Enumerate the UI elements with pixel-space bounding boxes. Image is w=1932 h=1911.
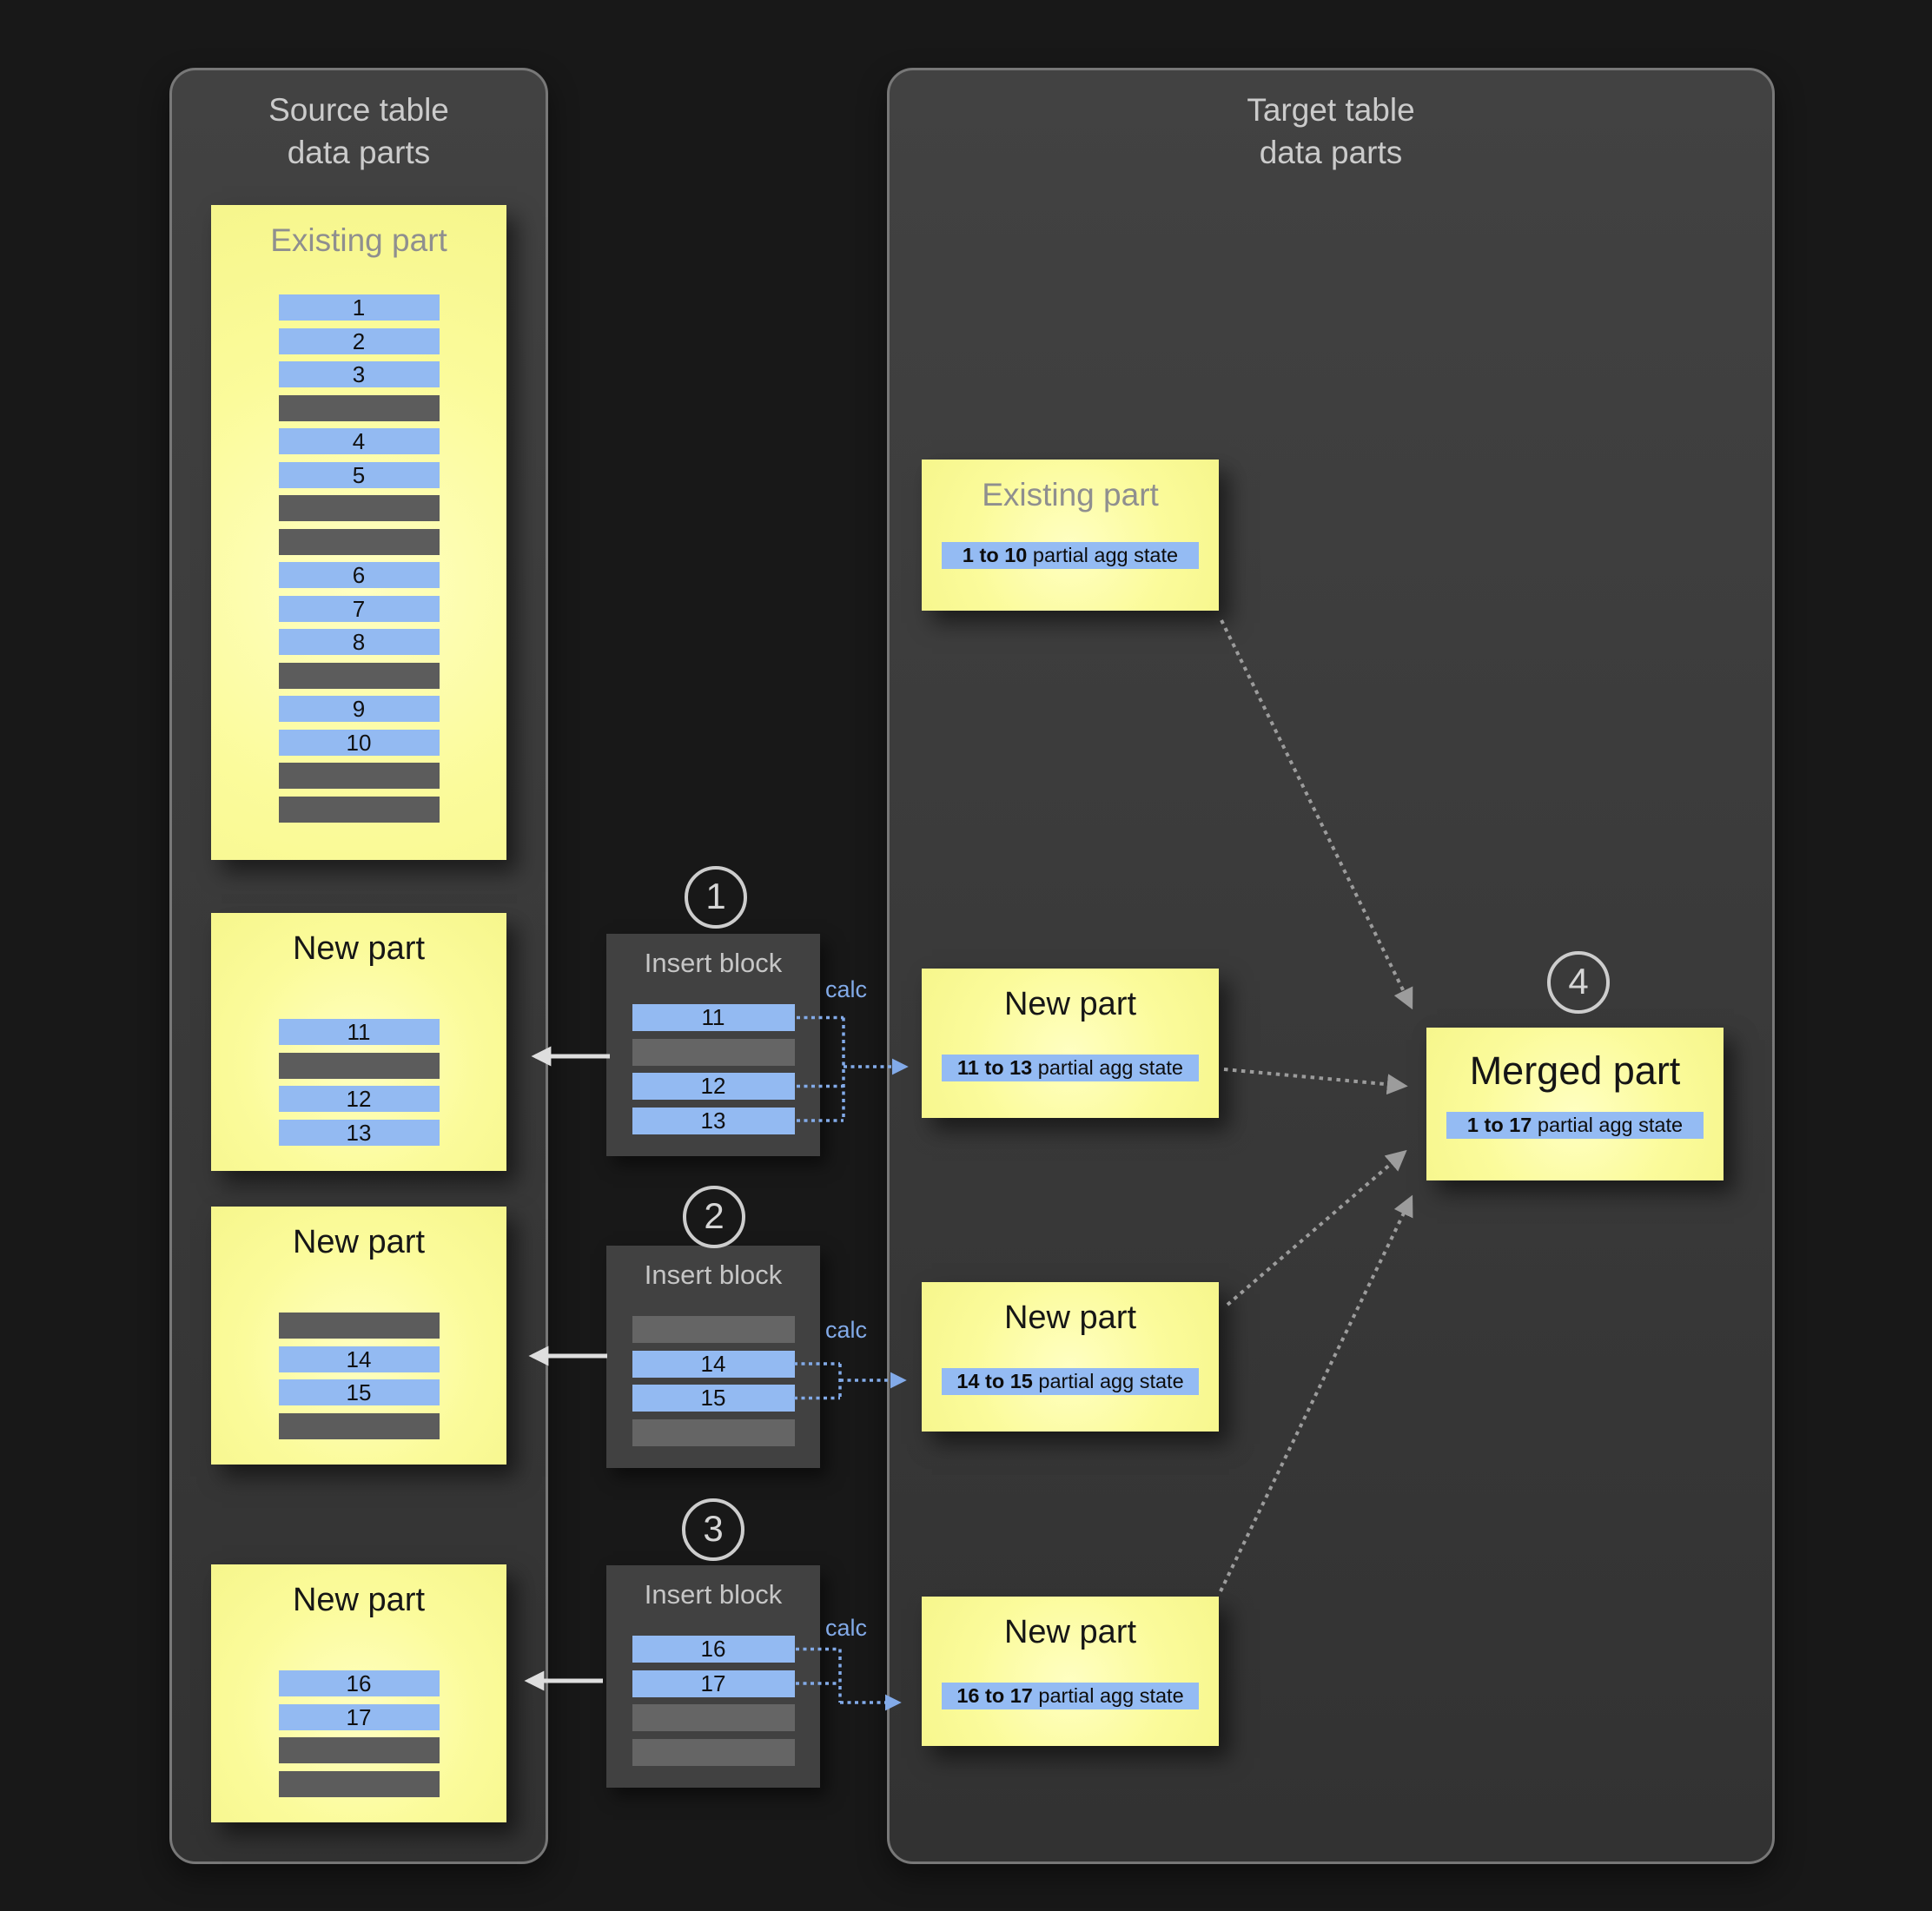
- gap-row: [632, 1418, 795, 1446]
- gap-row: [632, 1316, 795, 1343]
- agg-rest: partial agg state: [1027, 544, 1179, 566]
- target-merged-part: Merged part 1 to 17 partial agg state: [1426, 1028, 1724, 1180]
- part-title: New part: [1003, 1614, 1137, 1650]
- gap-row: [278, 1052, 440, 1079]
- target-new-part-2: New part 14 to 15 partial agg state: [922, 1282, 1219, 1432]
- gap-row: [278, 1737, 440, 1763]
- gap-row: [278, 796, 440, 823]
- step-4-badge: 4: [1547, 951, 1610, 1014]
- data-row: 11: [632, 1004, 795, 1031]
- gap-row: [278, 763, 440, 789]
- data-row: 13: [278, 1119, 440, 1146]
- step-3-badge: 3: [682, 1498, 744, 1561]
- data-row: 17: [278, 1703, 440, 1730]
- data-row: 12: [632, 1073, 795, 1100]
- calc-label-1: calc: [825, 976, 868, 1002]
- source-new-part-1: New part 11 12 13: [211, 913, 506, 1171]
- data-row: 17: [632, 1670, 795, 1697]
- data-row: 16: [278, 1670, 440, 1696]
- part-title: Merged part: [1469, 1048, 1681, 1093]
- source-panel-title: Source table data parts: [268, 92, 449, 170]
- data-row: 5: [278, 461, 440, 488]
- agg-range: 11 to 13: [957, 1056, 1033, 1079]
- part-title: New part: [1003, 986, 1137, 1022]
- gap-row: [632, 1738, 795, 1766]
- source-new-part-1-rows: 11 12 13: [211, 1019, 506, 1153]
- agg-rest: partial agg state: [1032, 1684, 1184, 1707]
- agg-range: 14 to 15: [956, 1370, 1033, 1392]
- step-1-badge: 1: [685, 866, 747, 929]
- part-title: New part: [292, 1582, 426, 1618]
- agg-state-label: 1 to 10 partial agg state: [942, 542, 1199, 569]
- target-new-part-3: New part 16 to 17 partial agg state: [922, 1597, 1219, 1746]
- gap-row: [278, 495, 440, 521]
- target-new-part-1: New part 11 to 13 partial agg state: [922, 969, 1219, 1118]
- target-panel: Target table data parts Existing part 1 …: [887, 68, 1775, 1864]
- gap-row: [278, 1412, 440, 1439]
- gap-row: [278, 1770, 440, 1797]
- part-title: Existing part: [982, 477, 1159, 512]
- data-row: 6: [278, 562, 440, 588]
- agg-rest: partial agg state: [1032, 1370, 1184, 1392]
- data-row: 14: [632, 1350, 795, 1378]
- data-row: 4: [278, 428, 440, 454]
- target-panel-title: Target table data parts: [1247, 92, 1415, 170]
- agg-state-label: 16 to 17 partial agg state: [942, 1683, 1199, 1709]
- insert-block-1-rows: 11 12 13: [606, 1004, 820, 1141]
- source-existing-rows: 1 2 3 4 5 6 7 8 9 10: [211, 294, 506, 830]
- agg-range: 1 to 17: [1466, 1114, 1532, 1136]
- data-row: 10: [278, 729, 440, 756]
- gap-row: [278, 1313, 440, 1339]
- agg-state-label: 11 to 13 partial agg state: [942, 1055, 1199, 1081]
- gap-row: [632, 1704, 795, 1731]
- insert-block-title: Insert block: [644, 1579, 783, 1610]
- agg-state-label: 14 to 15 partial agg state: [942, 1368, 1199, 1395]
- step-2-badge: 2: [683, 1186, 745, 1248]
- gap-row: [278, 528, 440, 555]
- data-row: 15: [278, 1379, 440, 1405]
- data-row: 12: [278, 1086, 440, 1112]
- source-existing-part: Existing part 1 2 3 4 5 6 7 8 9 10: [211, 205, 506, 860]
- agg-range: 1 to 10: [962, 544, 1028, 566]
- part-title: New part: [292, 1224, 426, 1260]
- agg-range: 16 to 17: [956, 1684, 1033, 1707]
- data-row: 1: [278, 294, 440, 321]
- part-title: New part: [1003, 1299, 1137, 1336]
- data-row: 8: [278, 629, 440, 655]
- data-row: 15: [632, 1385, 795, 1412]
- gap-row: [632, 1038, 795, 1066]
- data-row: 2: [278, 327, 440, 354]
- data-row: 9: [278, 696, 440, 722]
- agg-state-label: 1 to 17 partial agg state: [1446, 1112, 1704, 1139]
- insert-block-title: Insert block: [644, 948, 783, 978]
- part-title: Existing part: [270, 222, 447, 258]
- insert-block-title: Insert block: [644, 1260, 783, 1290]
- calc-label-3: calc: [825, 1615, 868, 1641]
- gap-row: [278, 662, 440, 689]
- data-row: 11: [278, 1019, 440, 1045]
- data-row: 14: [278, 1346, 440, 1372]
- insert-block-1: Insert block 11 12 13: [606, 934, 820, 1156]
- agg-rest: partial agg state: [1032, 1056, 1183, 1079]
- part-title: New part: [292, 930, 426, 967]
- data-row: 3: [278, 361, 440, 387]
- agg-rest: partial agg state: [1532, 1114, 1684, 1136]
- data-row: 16: [632, 1636, 795, 1663]
- calc-label-2: calc: [825, 1317, 868, 1343]
- gap-row: [278, 394, 440, 421]
- data-row: 7: [278, 595, 440, 622]
- data-row: 13: [632, 1107, 795, 1134]
- target-existing-part: Existing part 1 to 10 partial agg state: [922, 460, 1219, 611]
